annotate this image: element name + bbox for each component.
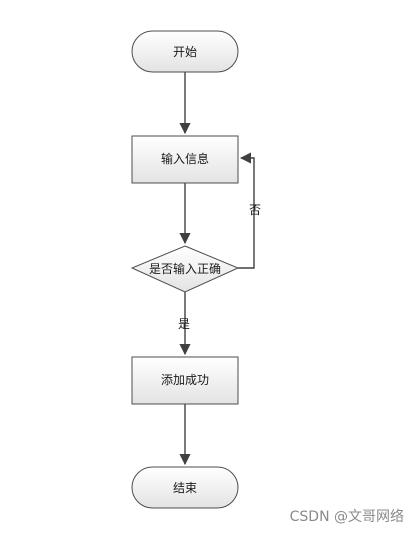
edge-label-no: 否 <box>249 203 261 217</box>
decision-node: 是否输入正确 <box>130 245 240 293</box>
start-node: 开始 <box>131 30 239 73</box>
end-node-label: 结束 <box>173 481 197 495</box>
end-node: 结束 <box>131 466 239 509</box>
add-success-node: 添加成功 <box>131 356 239 405</box>
start-node-label: 开始 <box>173 45 197 59</box>
decision-label: 是否输入正确 <box>149 261 221 276</box>
input-info-label: 输入信息 <box>161 151 209 166</box>
watermark: CSDN @文哥网络 <box>290 509 404 525</box>
edge-decision-no-loop <box>238 152 255 269</box>
add-success-label: 添加成功 <box>161 373 209 387</box>
edge-label-yes: 是 <box>178 317 190 331</box>
input-info-node: 输入信息 <box>131 135 239 184</box>
